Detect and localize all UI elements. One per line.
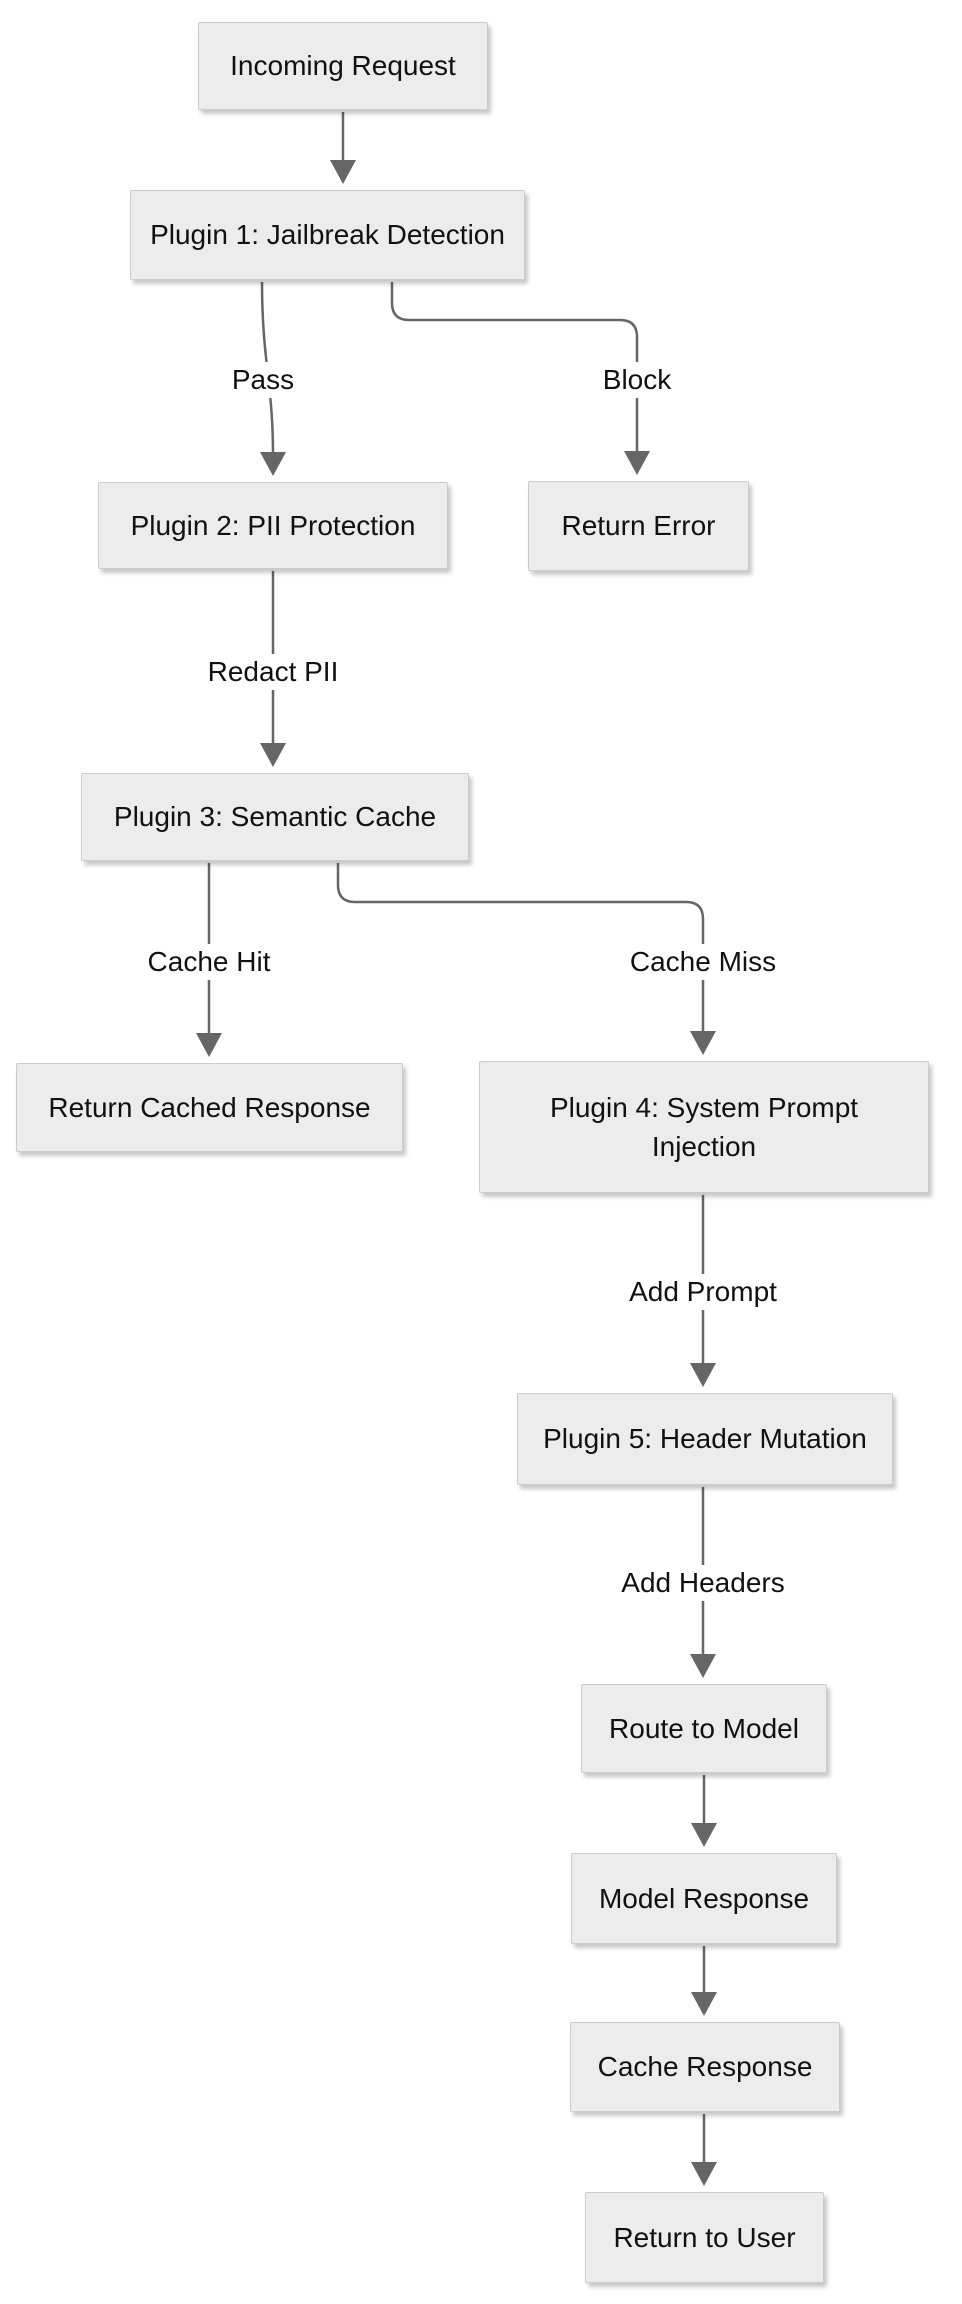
edge-model-response-to-cache-response [691, 1946, 717, 2016]
node-plugin-2-pii-protection: Plugin 2: PII Protection [98, 482, 448, 569]
edge-label-cache-hit: Cache Hit [138, 944, 280, 980]
node-return-to-user: Return to User [585, 2192, 824, 2283]
node-plugin-3-semantic-cache: Plugin 3: Semantic Cache [81, 773, 469, 861]
edge-plugin-1-to-return-error [390, 282, 650, 475]
edge-label-add-headers: Add Headers [612, 1565, 794, 1601]
edge-route-to-model-to-model-response [691, 1775, 717, 1847]
node-return-error: Return Error [528, 481, 749, 571]
edge-cache-response-to-return-to-user [691, 2114, 717, 2186]
edge-label-redact-pii: Redact PII [198, 654, 348, 690]
node-route-to-model: Route to Model [581, 1684, 827, 1773]
node-plugin-5-header-mutation: Plugin 5: Header Mutation [517, 1393, 893, 1485]
node-plugin-4-system-prompt-injection: Plugin 4: System Prompt Injection [479, 1061, 929, 1193]
edge-label-cache-miss: Cache Miss [620, 944, 786, 980]
node-return-cached-response: Return Cached Response [16, 1063, 403, 1152]
node-model-response: Model Response [571, 1853, 837, 1944]
edge-label-block: Block [593, 362, 681, 398]
edge-plugin-3-to-plugin-4 [336, 863, 716, 1055]
node-incoming-request: Incoming Request [198, 22, 488, 110]
edge-label-add-prompt: Add Prompt [620, 1274, 786, 1310]
node-cache-response: Cache Response [570, 2022, 840, 2112]
edge-label-pass: Pass [222, 362, 304, 398]
edge-incoming-request-to-plugin-1 [330, 112, 356, 184]
node-plugin-1-jailbreak-detection: Plugin 1: Jailbreak Detection [130, 190, 525, 280]
